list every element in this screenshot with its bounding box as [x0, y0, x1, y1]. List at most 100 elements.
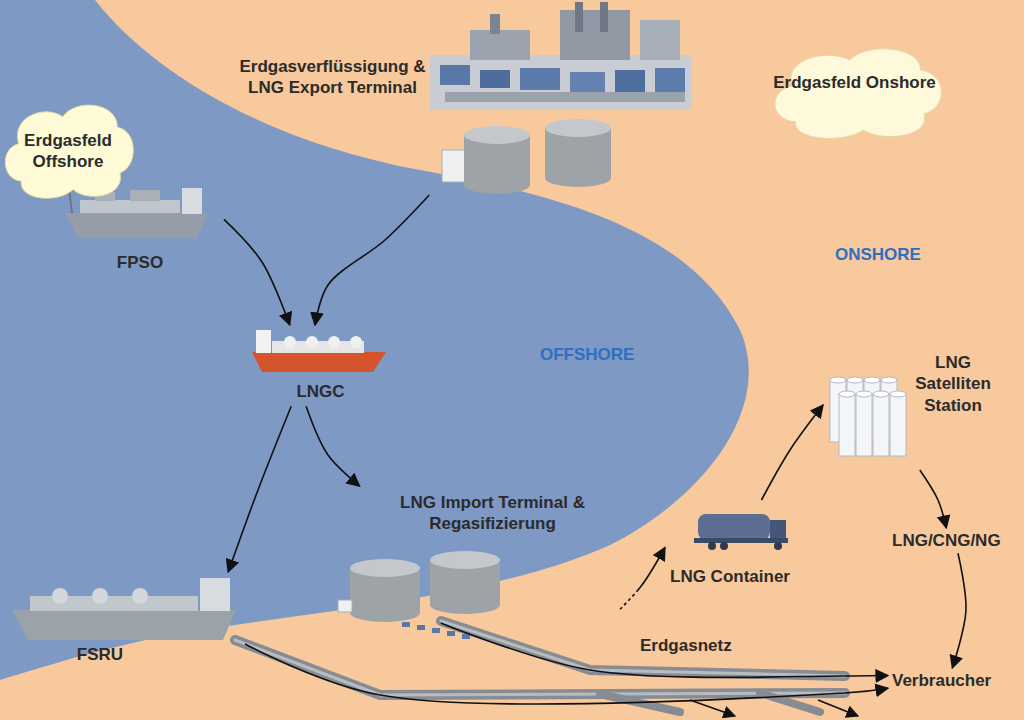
pipeline [441, 621, 845, 676]
liquefaction-plant [445, 92, 685, 102]
pipeline-arrow [690, 700, 858, 716]
flow-arrow [620, 548, 665, 610]
lng-carrier [256, 330, 271, 353]
lng-tank [338, 600, 352, 612]
liquefaction-plant [480, 70, 510, 88]
lng-tank [545, 119, 611, 137]
liquefaction-plant [615, 70, 645, 92]
lng-tank [464, 176, 530, 194]
lng-carrier [284, 336, 296, 348]
satellite-tank [873, 391, 889, 397]
cloud-outline [5, 105, 133, 198]
lng-tank [442, 119, 611, 194]
fpso-ship [182, 188, 202, 214]
node-label: Erdgasfeld Onshore [772, 72, 937, 93]
flow-arrow [224, 219, 290, 325]
node-label: Verbraucher [892, 670, 991, 691]
lng-carrier [328, 336, 340, 348]
liquefaction-plant [655, 68, 685, 92]
fpso-node: FPSO [60, 172, 224, 277]
fsru-ship [12, 610, 236, 640]
liquefaction-plant [520, 68, 560, 90]
node-label: LNG Satelliten Station [911, 352, 995, 416]
node-label: Erdgasfeld Offshore [18, 130, 118, 173]
lng-tank [464, 126, 530, 144]
flow-arrow [920, 470, 947, 528]
fsru-ship [52, 588, 68, 604]
regasification-unit [447, 631, 455, 636]
flow-arrow [441, 623, 888, 677]
lng-carrier [350, 336, 362, 348]
pipeline-arrow [818, 700, 858, 716]
lng-tank [430, 551, 500, 569]
satellite-tank [873, 394, 889, 456]
node-label: LNG Import Terminal & Regasifizierung [385, 492, 600, 535]
liquefaction-plant [490, 14, 500, 34]
satellite-tank [856, 391, 872, 397]
pipeline [235, 640, 845, 695]
satellite-tank [830, 377, 846, 383]
regasification-unit [432, 628, 440, 633]
lng-tank [338, 551, 500, 622]
cloud-outline [775, 49, 942, 139]
container-node: LNG Container [665, 500, 799, 595]
lng-carrier [252, 330, 386, 372]
lng-tank [350, 559, 420, 577]
liquefaction-plant [575, 2, 583, 32]
sea [0, 0, 749, 680]
lngc-node: LNGC [248, 325, 397, 406]
gas-field-cloud: Erdgasfeld Offshore [3, 98, 133, 202]
node-label: FPSO [60, 252, 220, 273]
liquefaction-plant [430, 2, 692, 110]
liquefaction-plant [470, 30, 530, 60]
liquefaction-plant [440, 65, 470, 85]
node-label: FSRU [5, 644, 195, 665]
satellite-tank [839, 391, 855, 397]
flow-arrow [761, 405, 823, 500]
lng-truck [708, 542, 716, 550]
satellite-tank [890, 391, 906, 397]
liquefaction-plant [560, 10, 630, 60]
satellite-tank [839, 394, 855, 456]
fsru-node: FSRU [5, 572, 245, 672]
regasification-unit [402, 622, 410, 627]
node-label: LNG/CNG/NG [892, 530, 1001, 551]
node-label: Erdgasverflüssigung & LNG Export Termina… [225, 56, 440, 99]
fsru-ship [12, 578, 236, 640]
lng-truck [720, 542, 728, 550]
node-label: LNGC [248, 381, 393, 402]
liquefaction-plant [570, 72, 605, 92]
fsru-ship [132, 588, 148, 604]
lng-tank [350, 604, 420, 622]
regasification-unit [462, 634, 470, 639]
consumer-node: Verbraucher [888, 668, 995, 693]
lng-carrier [252, 352, 386, 372]
lng-truck [694, 538, 788, 543]
lng-carrier [306, 336, 318, 348]
liquefaction-plant [430, 55, 692, 110]
satellite-tank [847, 377, 863, 383]
lng-truck [698, 514, 770, 540]
fpso-ship [80, 200, 180, 213]
region-label: ONSHORE [835, 245, 921, 265]
node-label: LNG Container [665, 566, 795, 587]
fpso-ship [65, 213, 208, 238]
pipeline [235, 640, 845, 695]
flow-arrow [245, 644, 888, 704]
pipeline [441, 621, 845, 676]
satellite-tank [830, 377, 906, 456]
fpso-ship [130, 190, 160, 201]
satellite-tank [864, 377, 880, 383]
gas-form-node: LNG/CNG/NG [888, 528, 1005, 553]
lng-tank [545, 169, 611, 187]
lng-tank [430, 596, 500, 614]
flow-arrow [315, 195, 429, 325]
satellite-tank [881, 377, 897, 383]
lng-truck [694, 514, 788, 550]
flow-arrow [952, 553, 966, 668]
network-label: Erdgasnetz [640, 636, 732, 656]
gas-field-cloud: Erdgasfeld Onshore [772, 42, 941, 142]
